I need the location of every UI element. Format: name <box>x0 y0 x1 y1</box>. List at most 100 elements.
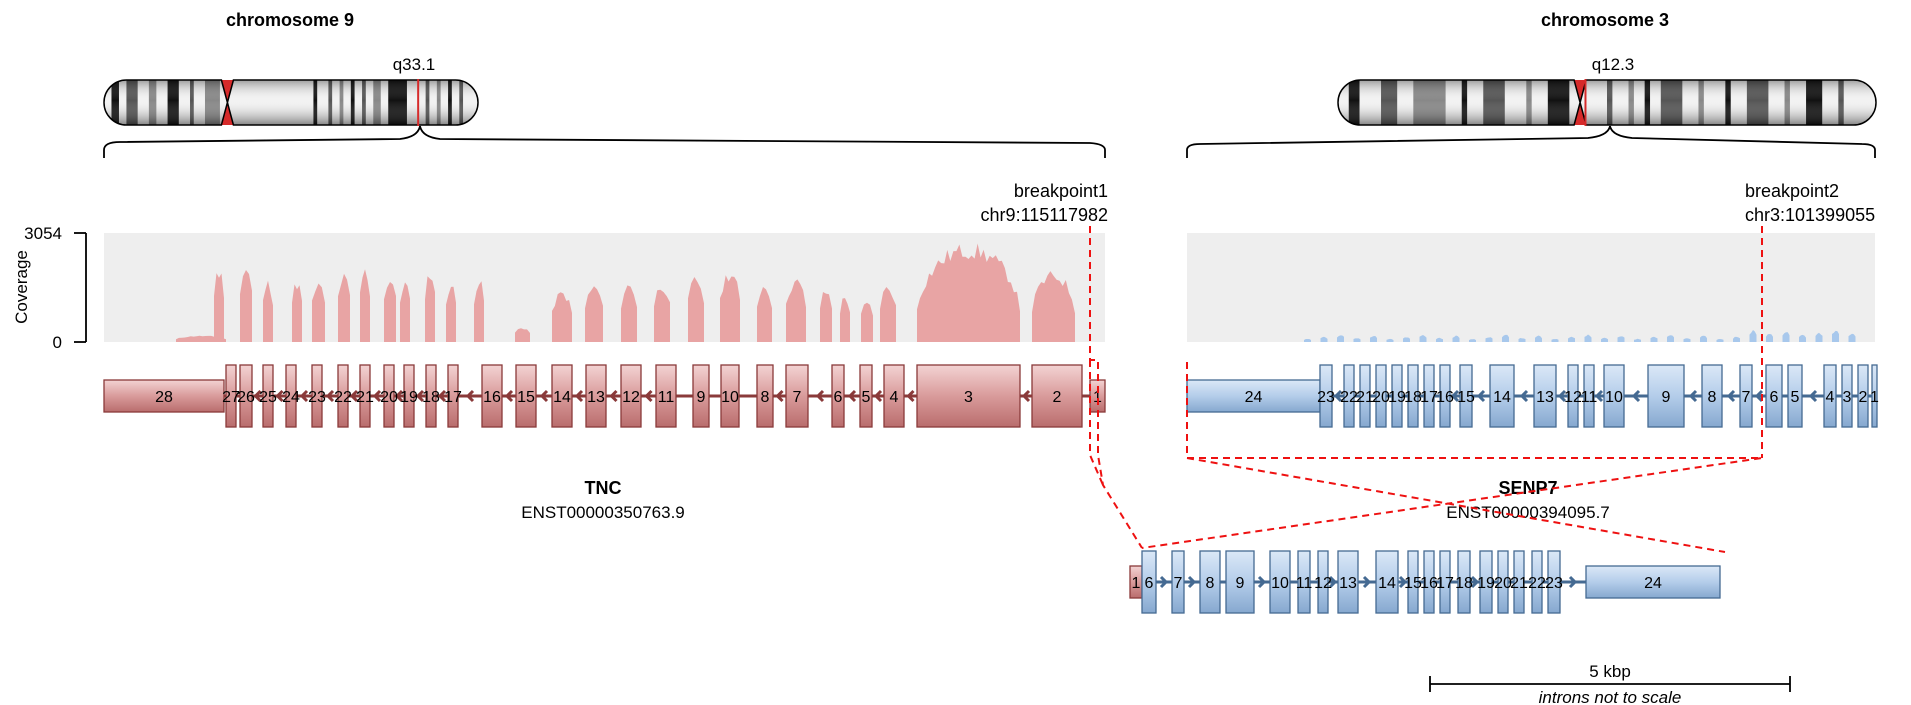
exon-number: 27 <box>222 389 240 406</box>
exon-number: 21 <box>1510 575 1528 592</box>
exon: 22 <box>1340 364 1358 428</box>
strand-arrow <box>1187 575 1197 589</box>
breakpoint-connectors <box>1089 226 1763 553</box>
exon-number: 11 <box>658 389 675 406</box>
exon-number: 12 <box>1314 575 1332 592</box>
strand-arrow <box>325 389 335 403</box>
exon: 14 <box>1489 364 1515 428</box>
strand-arrow <box>1808 389 1818 403</box>
strand-arrow <box>1362 575 1372 589</box>
coverage-peak <box>621 285 637 342</box>
exon-number: 10 <box>721 389 739 406</box>
strand-arrow <box>1754 389 1764 403</box>
exon-number: 21 <box>356 389 374 406</box>
strand-arrow <box>1726 389 1736 403</box>
exon: 1 <box>1089 379 1106 413</box>
exon: 20 <box>1372 364 1390 428</box>
exon: 13 <box>585 364 607 428</box>
exon-number: 7 <box>1742 389 1751 406</box>
exon-number: 20 <box>1494 575 1512 592</box>
coverage-peak <box>263 280 273 342</box>
gene-left-transcript: ENST00000350763.9 <box>521 503 685 522</box>
strand-arrow <box>1594 389 1604 403</box>
coverage-peak <box>1601 337 1608 342</box>
exon: 24 <box>282 364 300 428</box>
strand-arrow <box>415 389 425 403</box>
coverage-peak <box>1650 336 1658 342</box>
exon-number: 24 <box>1245 389 1263 406</box>
exon-number: 5 <box>862 389 871 406</box>
exon: 13 <box>1533 364 1557 428</box>
exon: 24 <box>1186 379 1321 413</box>
exon: 16 <box>1420 550 1438 614</box>
exon-number: 8 <box>761 389 770 406</box>
exon: 10 <box>1269 550 1291 614</box>
coverage-peak <box>1584 334 1592 342</box>
coverage-axis-label: Coverage <box>12 250 31 324</box>
coverage-peak <box>360 269 370 342</box>
exon: 5 <box>1787 364 1803 428</box>
exon-number: 16 <box>483 389 501 406</box>
strand-arrow <box>1470 575 1480 589</box>
exon-number: 15 <box>1404 575 1422 592</box>
strand-arrow <box>775 389 784 403</box>
gene-right-name: SENP7 <box>1498 478 1557 498</box>
coverage-peak <box>880 287 896 342</box>
exon-number: 1 <box>1093 389 1102 406</box>
exon: 16 <box>481 364 503 428</box>
gene-right-transcript: ENST00000394095.7 <box>1446 503 1610 522</box>
breakpoint1-position: chr9:115117982 <box>981 205 1108 225</box>
coverage-peak <box>1370 336 1377 342</box>
exon: 3 <box>1841 364 1853 428</box>
breakpoint2-position: chr3:101399055 <box>1745 205 1875 225</box>
coverage-peak <box>1832 330 1839 342</box>
chromosome-9-ideogram <box>103 79 479 126</box>
exon-number: 24 <box>1644 575 1662 592</box>
exon-number: 21 <box>1356 389 1374 406</box>
exon: 8 <box>1701 364 1723 428</box>
exon-number: 2 <box>1053 389 1062 406</box>
exon-number: 17 <box>1436 575 1454 592</box>
coverage-peak <box>1386 338 1394 342</box>
zoom-bracket-left <box>103 125 1106 158</box>
coverage-peak <box>400 282 410 342</box>
strand-arrow <box>465 389 475 403</box>
coverage-peak <box>240 270 252 342</box>
coverage-peak <box>552 292 572 342</box>
exon: 2 <box>1857 364 1869 428</box>
strand-arrow <box>1688 389 1698 403</box>
exon-number: 20 <box>1372 389 1390 406</box>
breakpoint1-line <box>1089 226 1143 549</box>
exon-number: 28 <box>155 389 173 406</box>
scale-bar: 5 kbp introns not to scale <box>1429 662 1791 705</box>
chrom-right-title: chromosome 3 <box>1541 10 1669 30</box>
coverage-track-senp7 <box>1304 330 1856 342</box>
exon-number: 9 <box>1236 575 1245 592</box>
exon: 22 <box>334 364 352 428</box>
coverage-peak <box>917 243 1020 342</box>
coverage-peak <box>757 287 772 342</box>
coverage-peak <box>1799 334 1806 342</box>
coverage-peak <box>176 335 226 342</box>
scale-bar-note: introns not to scale <box>1539 688 1682 705</box>
coverage-peak <box>515 328 530 342</box>
exon: 17 <box>444 364 462 428</box>
exon: 21 <box>1356 364 1374 428</box>
exon-number: 10 <box>1271 575 1289 592</box>
coverage-peak <box>474 281 484 342</box>
exon-number: 11 <box>1581 389 1598 406</box>
exon-number: 12 <box>1564 389 1582 406</box>
strand-arrow <box>539 389 549 403</box>
chrom-left-band-label: q33.1 <box>393 55 436 74</box>
exon: 24 <box>1585 565 1721 599</box>
coverage-peak <box>1749 330 1757 342</box>
coverage-peak <box>654 289 670 342</box>
breakpoint1-label: breakpoint1 <box>1014 181 1108 201</box>
coverage-peak <box>1716 339 1724 342</box>
exon-number: 26 <box>237 389 255 406</box>
coverage-axis: 3054 0 Coverage <box>12 224 87 352</box>
strand-arrow <box>1159 575 1169 589</box>
coverage-peak <box>1815 332 1823 342</box>
strand-arrow <box>275 389 284 403</box>
